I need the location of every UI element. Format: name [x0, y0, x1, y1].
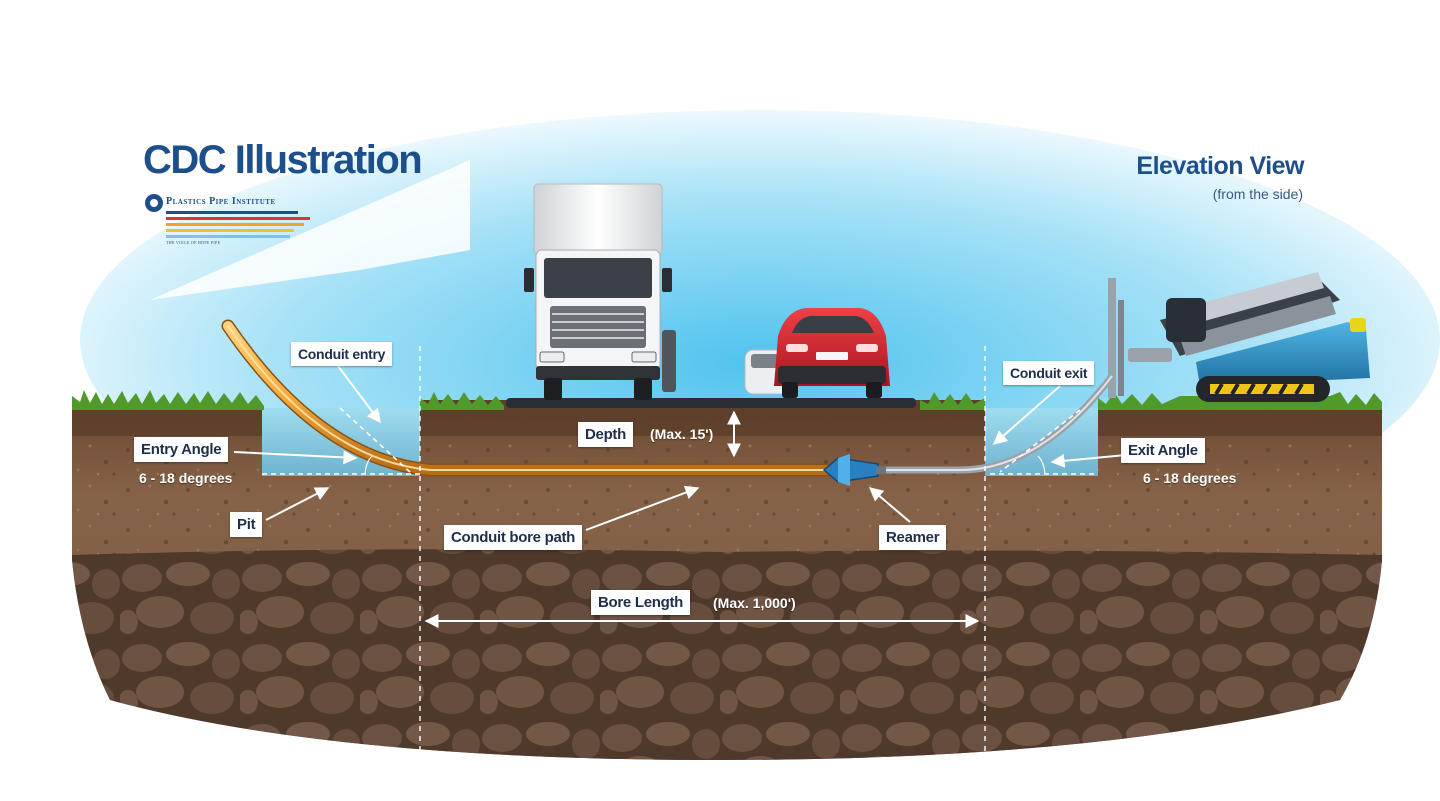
conduit-exit-label: Conduit exit	[1003, 361, 1095, 385]
drilling-rig	[1108, 272, 1370, 402]
red-car	[774, 308, 890, 398]
angle-guides	[262, 407, 1096, 475]
ppi-logo-bars	[166, 211, 310, 238]
title-callout-shape	[150, 160, 470, 300]
organization-tagline: THE VOICE OF HDPE PIPE	[166, 240, 221, 245]
road	[506, 398, 916, 408]
view-title: Elevation View	[1136, 152, 1304, 180]
entry-angle-label: Entry Angle	[134, 437, 229, 462]
conduit-entry-label: Conduit entry	[291, 342, 393, 366]
bore-length-label: Bore Length	[591, 590, 691, 615]
angle-arcs	[364, 455, 1046, 475]
organization-name: Plastics Pipe Institute	[166, 196, 276, 207]
rock-layer	[72, 549, 1382, 760]
drill-pipe-highlight	[880, 375, 1113, 471]
truck	[524, 183, 676, 400]
depth-max: (Max. 15')	[650, 426, 714, 442]
exit-angle-range: 6 - 18 degrees	[1143, 470, 1237, 486]
conduit-highlight	[227, 325, 833, 471]
ppi-logo-mark	[145, 194, 163, 212]
pit-label: Pit	[230, 512, 263, 537]
entry-angle-range: 6 - 18 degrees	[139, 470, 233, 486]
reamer	[822, 454, 886, 486]
exit-angle-label: Exit Angle	[1121, 438, 1205, 463]
pointer-arrows	[233, 365, 1127, 531]
depth-label: Depth	[578, 422, 633, 447]
view-subtitle: (from the side)	[1212, 186, 1303, 202]
reamer-label: Reamer	[879, 525, 947, 550]
diagram-title: CDC Illustration	[143, 138, 423, 182]
bore-length-max: (Max. 1,000')	[713, 595, 796, 611]
conduit-bore-path-label: Conduit bore path	[444, 525, 583, 550]
bore-bounds	[419, 346, 986, 756]
